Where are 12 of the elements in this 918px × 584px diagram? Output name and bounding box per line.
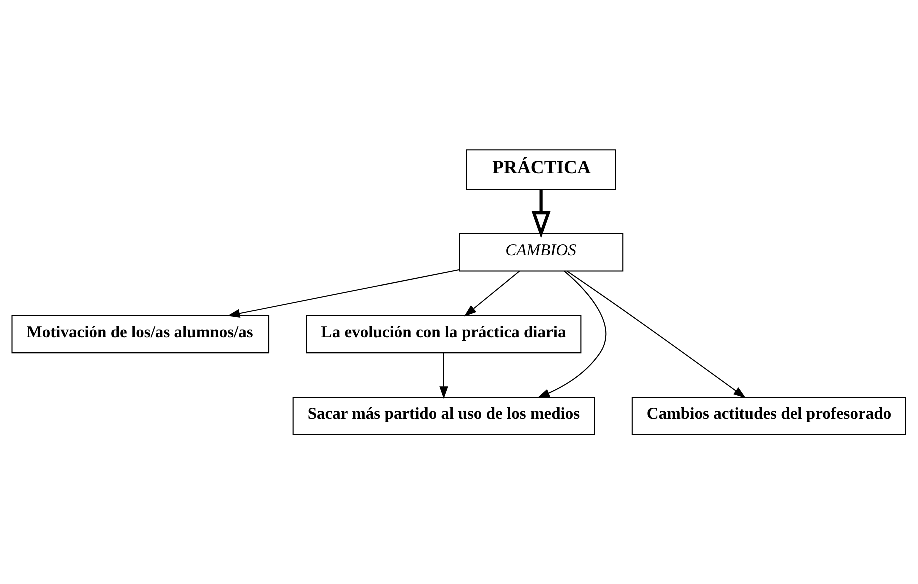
- arrow: [538, 270, 606, 398]
- node-box: Motivación de los/as alumnos/as: [12, 314, 270, 354]
- arrow: [440, 352, 448, 399]
- node-box: Sacar más partido al uso de los medios: [292, 396, 596, 435]
- node-box: PRÁCTICA: [466, 149, 616, 190]
- node-box: La evolución con la práctica diaria: [306, 314, 582, 354]
- arrow: [464, 270, 520, 316]
- arrow: [532, 189, 551, 238]
- node-box: CAMBIOS: [459, 232, 624, 272]
- arrow: [567, 270, 746, 398]
- node-box: Cambios actitudes del profesorado: [632, 396, 906, 435]
- arrow: [228, 269, 460, 318]
